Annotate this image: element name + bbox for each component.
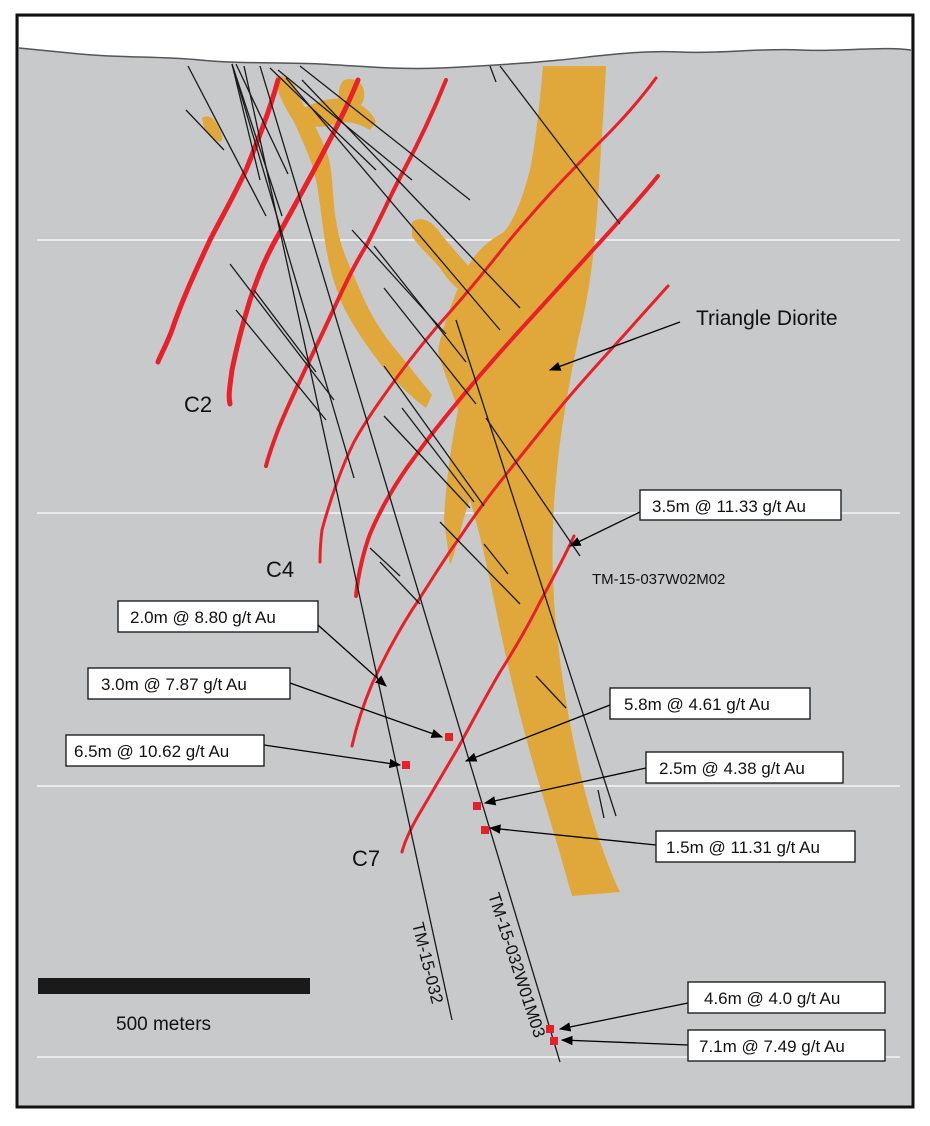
intercept-box bbox=[65, 734, 265, 767]
sample-marker bbox=[546, 1025, 554, 1033]
vein-c2-east bbox=[264, 78, 448, 468]
vein-c2 bbox=[226, 77, 361, 407]
label-hole-037w02m02: TM-15-037W02M02 bbox=[592, 571, 725, 588]
vein-c4 bbox=[318, 76, 658, 564]
sample-marker bbox=[481, 826, 489, 834]
drillhole-trace bbox=[439, 521, 521, 605]
intercept-label: 2.0m @ 8.80 g/t Au bbox=[130, 608, 276, 627]
diorite-pod-small bbox=[202, 116, 223, 142]
scale-bar-label: 500 meters bbox=[116, 1014, 211, 1035]
intercept-label: 6.5m @ 10.62 g/t Au bbox=[74, 742, 229, 761]
intercept-label: 1.5m @ 11.31 g/t Au bbox=[666, 838, 820, 857]
arrow-3-0m bbox=[289, 682, 444, 738]
label-zone-c7: C7 bbox=[352, 846, 380, 871]
arrow-2-0m bbox=[317, 624, 387, 687]
drillhole-trace bbox=[235, 63, 289, 175]
arrow-triangle-diorite bbox=[548, 321, 681, 371]
sample-marker bbox=[473, 802, 481, 810]
sample-marker bbox=[550, 1037, 558, 1045]
vein-c4-east bbox=[354, 174, 660, 598]
sample-markers bbox=[402, 733, 558, 1045]
drillhole-trace bbox=[383, 415, 471, 509]
drillhole-trace bbox=[383, 287, 477, 405]
drillhole-trace bbox=[285, 77, 501, 331]
vein-c2-west bbox=[155, 77, 281, 365]
drillhole-trace bbox=[185, 109, 225, 151]
drillhole-trace bbox=[401, 407, 475, 503]
drillhole-trace bbox=[483, 543, 509, 575]
section-background bbox=[15, 13, 915, 1109]
drillhole-trace bbox=[231, 63, 283, 217]
intercept-box bbox=[645, 751, 844, 784]
arrow-7-1m bbox=[560, 1035, 689, 1046]
drillhole-trace bbox=[373, 245, 467, 363]
drillhole-trace bbox=[231, 63, 355, 479]
drill-holes bbox=[185, 63, 621, 1063]
drillhole-trace bbox=[455, 319, 617, 817]
arrow-5-8m bbox=[464, 704, 611, 762]
drillhole-trace bbox=[489, 65, 497, 83]
arrow-6-5m bbox=[263, 744, 402, 769]
intercept-box bbox=[655, 830, 856, 863]
drillhole-trace bbox=[535, 675, 567, 709]
drillhole-trace bbox=[299, 65, 471, 201]
intercept-box bbox=[687, 1029, 886, 1062]
leader-arrows bbox=[263, 321, 689, 1046]
drillhole-trace bbox=[253, 289, 317, 373]
intercept-label: 7.1m @ 7.49 g/t Au bbox=[699, 1037, 845, 1056]
drillhole-trace bbox=[269, 67, 377, 171]
intercept-label: 4.6m @ 4.0 g/t Au bbox=[704, 989, 840, 1008]
intercept-label: 3.5m @ 11.33 g/t Au bbox=[652, 497, 806, 516]
drillhole-trace bbox=[231, 63, 261, 181]
diorite-dike-west bbox=[276, 75, 432, 408]
drillhole-trace bbox=[499, 65, 621, 225]
drillhole-trace bbox=[383, 365, 485, 507]
label-zone-c2: C2 bbox=[184, 392, 212, 417]
intercept-label: 5.8m @ 4.61 g/t Au bbox=[624, 695, 770, 714]
sample-marker bbox=[402, 761, 410, 769]
vein-c7 bbox=[400, 534, 576, 854]
drillhole-trace bbox=[379, 561, 421, 605]
intercept-label: 3.0m @ 7.87 g/t Au bbox=[101, 675, 247, 694]
scale-bar bbox=[38, 978, 310, 994]
arrow-3-5m bbox=[568, 511, 641, 547]
drillhole-trace bbox=[369, 547, 401, 577]
drillhole-trace bbox=[187, 65, 267, 217]
intercept-box bbox=[609, 687, 811, 720]
label-triangle-diorite: Triangle Diorite bbox=[696, 307, 838, 330]
arrow-2-5m bbox=[483, 767, 647, 806]
drillhole-trace bbox=[229, 263, 335, 401]
drillhole-trace bbox=[597, 789, 605, 819]
sample-marker bbox=[445, 733, 453, 741]
label-zone-c4: C4 bbox=[266, 557, 294, 582]
intercept-box bbox=[639, 489, 842, 521]
drillhole-tm-15-037w02m02-trace bbox=[485, 417, 581, 557]
drillhole-trace bbox=[235, 309, 327, 421]
intercept-label: 2.5m @ 4.38 g/t Au bbox=[659, 759, 805, 778]
topography-line bbox=[18, 47, 912, 70]
arrow-4-6m bbox=[558, 1002, 689, 1032]
intercept-box bbox=[117, 600, 319, 633]
intercept-boxes: 3.5m @ 11.33 g/t Au 2.0m @ 8.80 g/t Au 3… bbox=[65, 489, 886, 1062]
vein-structures bbox=[155, 76, 670, 854]
intercept-box bbox=[87, 667, 291, 700]
vein-c7-upper bbox=[350, 284, 670, 748]
diorite-pod-central bbox=[412, 219, 475, 292]
intercept-box bbox=[687, 981, 886, 1014]
topography-sky bbox=[19, 17, 911, 69]
drillhole-tm-15-032w01m03-trace bbox=[259, 65, 561, 1063]
drillhole-trace bbox=[301, 79, 521, 309]
arrow-1-5m bbox=[488, 824, 657, 846]
drillhole-tm-15-032-trace bbox=[243, 65, 453, 1021]
